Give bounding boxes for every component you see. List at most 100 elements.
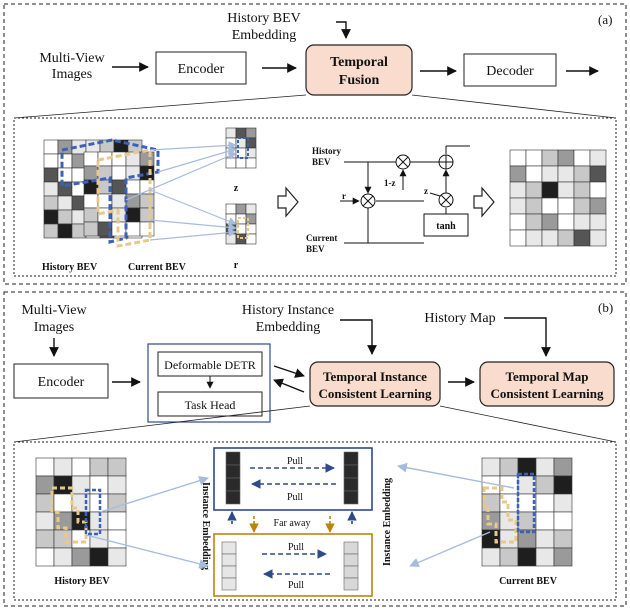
a-output-cell bbox=[525, 165, 543, 183]
a-z-label: z bbox=[234, 183, 239, 194]
a-z-cell bbox=[225, 127, 237, 139]
a-output-cell bbox=[509, 165, 527, 183]
a-current-bev-cell bbox=[111, 151, 127, 167]
b-history-bev-cell bbox=[53, 475, 73, 495]
a-r-cell bbox=[225, 203, 237, 215]
b-current-bev-cell bbox=[553, 493, 573, 513]
b-history-bev-cell bbox=[35, 457, 55, 477]
a-output-cell bbox=[557, 181, 575, 199]
a-output-cell bbox=[525, 213, 543, 231]
a-current-bev-cell bbox=[83, 207, 99, 223]
b-current-bev-cell bbox=[535, 547, 555, 567]
b-history-bev-cell bbox=[89, 457, 109, 477]
a-gate-z: z bbox=[424, 186, 428, 196]
a-output-cell bbox=[557, 165, 575, 183]
a-z-cell bbox=[235, 127, 247, 139]
a-z-cell bbox=[245, 127, 257, 139]
a-current-bev-cell bbox=[111, 193, 127, 209]
a-multiply-right-icon bbox=[438, 192, 454, 208]
a-history-bev-cell bbox=[57, 195, 73, 211]
b-gold-left-cell bbox=[221, 553, 237, 567]
a-gate-current-1: Current bbox=[306, 233, 337, 243]
a-hollow-arrow-2 bbox=[473, 186, 495, 218]
b-current-bev-cell bbox=[499, 547, 519, 567]
b-tmc-label-2: Consistent Learning bbox=[490, 386, 604, 401]
a-gate-1z: 1-z bbox=[384, 178, 396, 188]
a-current-bev-caption: Current BEV bbox=[128, 262, 187, 273]
b-tic-label-2: Consistent Learning bbox=[318, 386, 432, 401]
b-blue-right-cell bbox=[343, 477, 359, 492]
b-history-bev-cell bbox=[35, 529, 55, 549]
a-output-cell bbox=[589, 197, 607, 215]
a-fusion-label-1: Temporal bbox=[330, 55, 388, 70]
a-inputs-label-1: Multi-View bbox=[39, 51, 105, 66]
b-pull-4: Pull bbox=[288, 580, 304, 591]
b-instance-embedding-left: Instance Embedding bbox=[200, 482, 211, 570]
b-pull-2: Pull bbox=[287, 492, 303, 503]
b-gold-right-cell bbox=[343, 577, 359, 591]
a-r-cell bbox=[235, 203, 247, 215]
b-gold-right-cell bbox=[343, 553, 359, 567]
a-history-bev-cell bbox=[57, 167, 73, 183]
a-output-cell bbox=[573, 213, 591, 231]
b-gold-left-cell bbox=[221, 541, 237, 555]
b-pull-3: Pull bbox=[288, 542, 304, 553]
b-history-bev-cell bbox=[71, 475, 91, 495]
a-output-cell bbox=[509, 197, 527, 215]
a-history-bev-cell bbox=[57, 139, 73, 155]
b-instance-embedding-right: Instance Embedding bbox=[382, 478, 393, 566]
b-current-bev-cell bbox=[481, 457, 501, 477]
a-current-bev-cell bbox=[139, 179, 155, 195]
b-history-bev-cell bbox=[53, 493, 73, 513]
panel-b-label: (b) bbox=[598, 300, 613, 315]
b-current-bev-cell bbox=[553, 457, 573, 477]
a-output-cell bbox=[589, 149, 607, 167]
b-blue-left-cell bbox=[225, 477, 241, 492]
b-history-bev-cell bbox=[35, 547, 55, 567]
b-current-bev-cell bbox=[553, 529, 573, 549]
a-encoder-box bbox=[155, 51, 247, 85]
a-history-bev-cell bbox=[57, 223, 73, 239]
b-gold-right-cell bbox=[343, 565, 359, 579]
a-output-cell bbox=[525, 149, 543, 167]
a-history-bev-cell bbox=[43, 209, 59, 225]
b-gold-left-cell bbox=[221, 565, 237, 579]
b-instance-label-2: Embedding bbox=[256, 320, 321, 335]
a-output-cell bbox=[557, 229, 575, 247]
a-history-bev-cell bbox=[57, 209, 73, 225]
b-current-bev-cell bbox=[553, 475, 573, 495]
a-output-cell bbox=[557, 213, 575, 231]
b-gold-right-cell bbox=[343, 541, 359, 555]
b-history-bev-cell bbox=[71, 457, 91, 477]
a-history-label-2: Embedding bbox=[232, 28, 297, 43]
b-current-bev-cell bbox=[553, 511, 573, 531]
b-current-bev-cell bbox=[535, 493, 555, 513]
b-current-bev-cell bbox=[499, 475, 519, 495]
a-current-bev-cell bbox=[111, 165, 127, 181]
a-decoder-box bbox=[463, 53, 557, 87]
b-history-bev-cell bbox=[53, 547, 73, 567]
a-encoder-label: Encoder bbox=[178, 62, 225, 77]
b-detr-box bbox=[157, 351, 263, 377]
a-tanh-label: tanh bbox=[436, 221, 456, 232]
a-current-bev-cell bbox=[111, 179, 127, 195]
b-encoder-label: Encoder bbox=[38, 375, 85, 390]
a-current-bev-cell bbox=[139, 193, 155, 209]
a-multiply-top-icon bbox=[395, 154, 411, 170]
b-history-bev-cell bbox=[35, 511, 55, 531]
a-output-cell bbox=[509, 181, 527, 199]
b-tic-label-1: Temporal Instance bbox=[323, 369, 427, 384]
a-z-cell bbox=[235, 157, 247, 169]
a-history-bev-cell bbox=[43, 167, 59, 183]
b-history-bev-cell bbox=[107, 457, 127, 477]
a-output-cell bbox=[541, 165, 559, 183]
a-gate-r: r bbox=[342, 191, 346, 201]
b-blue-left-cell bbox=[225, 451, 241, 466]
b-task-head-box bbox=[157, 391, 263, 417]
b-encoder-box bbox=[13, 363, 109, 399]
b-current-bev-cell bbox=[481, 547, 501, 567]
a-history-blue-outline bbox=[60, 138, 160, 244]
panel-a-label: (a) bbox=[598, 12, 612, 27]
b-detail-frame bbox=[13, 441, 617, 601]
